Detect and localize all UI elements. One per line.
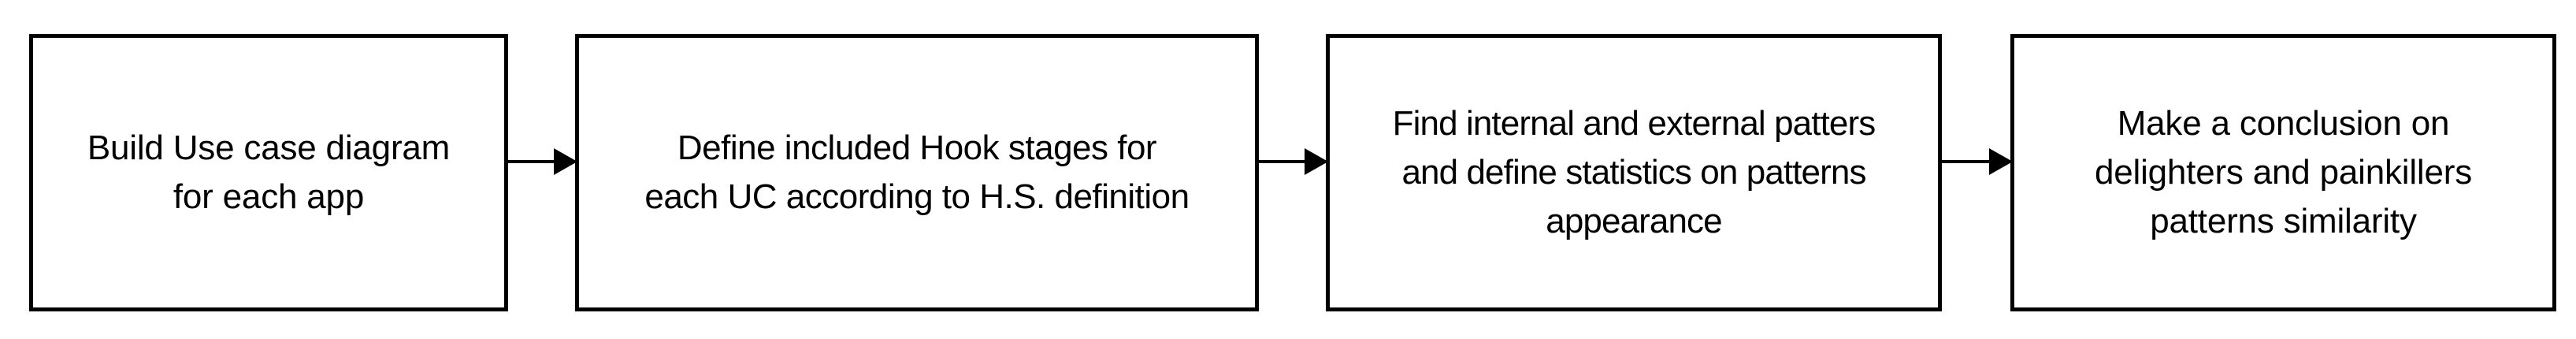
flow-arrow-1 [508, 148, 577, 175]
process-node-make-conclusion[interactable]: Make a conclusion on delighters and pain… [2010, 34, 2556, 311]
process-node-label: Find internal and external patters and d… [1392, 104, 1876, 240]
arrow-head-icon [1305, 148, 1328, 175]
arrow-shaft [1259, 160, 1306, 163]
arrow-head-icon [554, 148, 577, 175]
process-node-label: Make a conclusion on delighters and pain… [2094, 104, 2473, 240]
arrow-head-icon [1989, 148, 2013, 175]
process-node-label: Build Use case diagram for each app [87, 129, 451, 216]
process-node-find-patterns[interactable]: Find internal and external patters and d… [1326, 34, 1942, 311]
flow-arrow-3 [1942, 148, 2013, 175]
arrow-shaft [1942, 160, 1991, 163]
process-node-build-use-case-diagram[interactable]: Build Use case diagram for each app [29, 34, 508, 311]
process-node-define-hook-stages[interactable]: Define included Hook stages for each UC … [575, 34, 1259, 311]
arrow-shaft [508, 160, 555, 163]
flow-arrow-2 [1259, 148, 1328, 175]
process-node-label: Define included Hook stages for each UC … [644, 129, 1190, 216]
